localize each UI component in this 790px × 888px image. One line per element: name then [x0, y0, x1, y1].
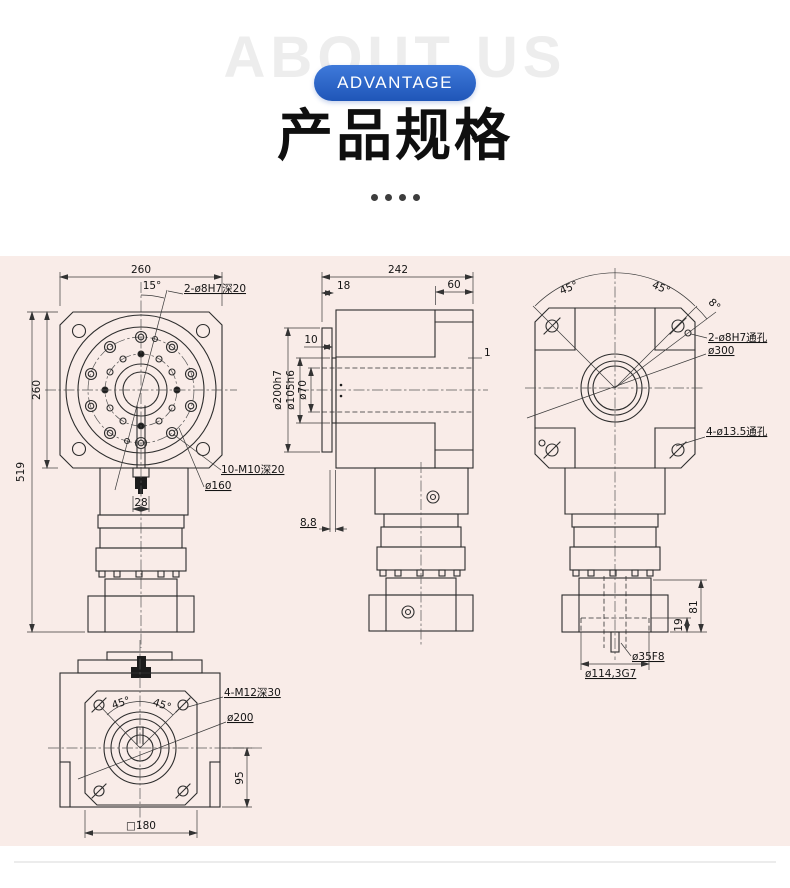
dim-260-top: 260 [131, 264, 151, 276]
dim-dia-105h6: ø105h6 [285, 370, 297, 410]
page-title: 产品规格 [277, 104, 513, 167]
rear-view-drawing: 45° 45° 8° 2-ø8H7通孔 ø300 4-ø13.5通孔 [525, 268, 768, 680]
section-divider [14, 861, 776, 863]
dot-icon [398, 194, 406, 201]
dim-519-total: 519 [15, 462, 27, 482]
dim-19: 19 [673, 618, 685, 631]
dim-angle-15: 15° [143, 280, 162, 292]
dim-dia-300: ø300 [708, 345, 734, 357]
dim-dia-35F8: ø35F8 [632, 651, 665, 663]
dim-8-8: 8,8 [300, 517, 317, 529]
dim-dia-200h7: ø200h7 [272, 370, 284, 410]
dim-angle-8: 8° [706, 296, 723, 313]
dim-dia-70: ø70 [297, 380, 309, 400]
spec-drawing-panel: 260 260 519 15° 2-ø8H7深20 10-M10深20 ø160… [0, 256, 790, 846]
title-dots-decoration [0, 194, 790, 201]
dim-bolt-circle-160: ø160 [205, 480, 231, 492]
dim-key-28: 28 [134, 497, 147, 509]
dim-dia-200-bottom: ø200 [227, 712, 253, 724]
note-dowel-front: 2-ø8H7深20 [184, 283, 246, 295]
note-tap-front: 10-M10深20 [221, 464, 284, 476]
dot-icon [384, 194, 392, 201]
dim-dia-114-3G7: ø114,3G7 [585, 668, 636, 680]
dim-60: 60 [447, 279, 460, 291]
dim-angle-45-right: 45° [650, 279, 672, 297]
dim-95: 95 [234, 771, 246, 784]
dim-angle-45-left-bottom: 45° [110, 695, 131, 712]
note-tap-bottom: 4-M12深30 [224, 687, 281, 699]
dot-icon [370, 194, 378, 201]
note-dowel-rear: 2-ø8H7通孔 [708, 331, 768, 344]
note-through-holes: 4-ø13.5通孔 [706, 425, 768, 438]
front-view-drawing: 260 260 519 15° 2-ø8H7深20 10-M10深20 ø160… [15, 264, 284, 648]
side-view-drawing: 242 18 60 10 ø200h7 ø105h6 ø70 1 8,8 [272, 264, 491, 646]
dim-angle-45-right-bottom: 45° [151, 697, 172, 714]
cad-drawing: 260 260 519 15° 2-ø8H7深20 10-M10深20 ø160… [15, 264, 768, 838]
dim-10: 10 [304, 334, 317, 346]
bottom-view-drawing: 45° 45° 4-M12深30 ø200 95 □180 [48, 640, 281, 838]
item-balloon-1: 1 [484, 347, 491, 359]
dim-angle-45-left: 45° [558, 279, 580, 297]
dim-18: 18 [337, 280, 350, 292]
advantage-badge: ADVANTAGE [314, 65, 476, 101]
dot-icon [412, 194, 420, 201]
dim-81: 81 [688, 600, 700, 613]
dim-242: 242 [388, 264, 408, 276]
dim-square-180: □180 [126, 820, 156, 832]
dim-260-left: 260 [31, 380, 43, 400]
